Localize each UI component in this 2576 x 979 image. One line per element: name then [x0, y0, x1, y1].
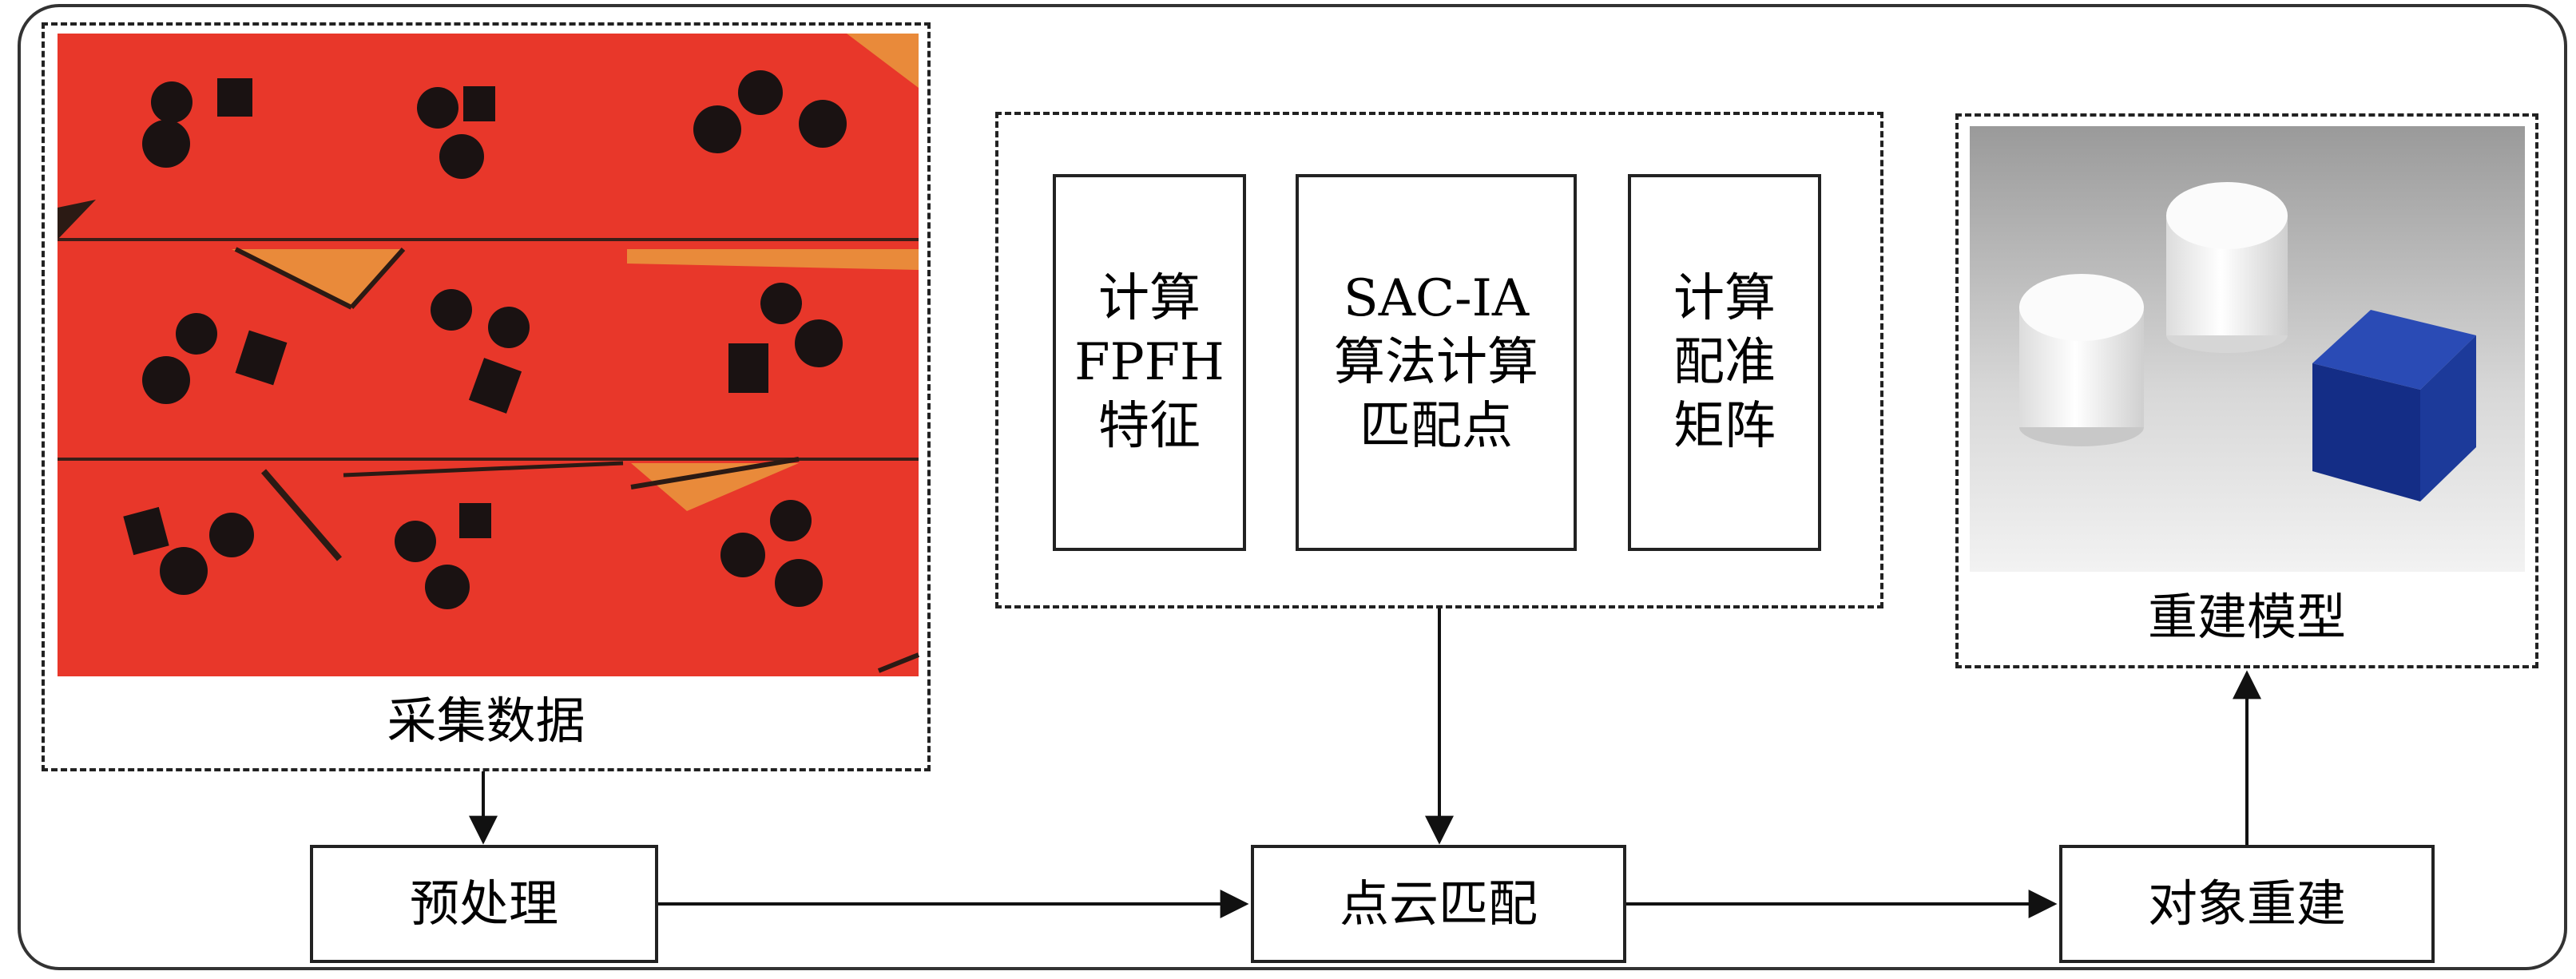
sac-ia-box: SAC-IA 算法计算 匹配点: [1296, 174, 1577, 551]
object-reconstruction-box: 对象重建: [2059, 845, 2435, 963]
matrix-line-2: 配准: [1673, 333, 1776, 392]
sac-ia-line-1: SAC-IA: [1343, 269, 1530, 328]
acquisition-panel: [42, 22, 931, 771]
sac-ia-line-3: 匹配点: [1359, 397, 1513, 456]
matching-group-panel: [995, 112, 1883, 608]
reconstruction-panel: [1955, 113, 2538, 668]
matrix-line-3: 矩阵: [1673, 397, 1776, 456]
point-cloud-matching-label: 点云匹配: [1339, 874, 1538, 933]
object-reconstruction-label: 对象重建: [2147, 874, 2346, 933]
preprocess-label: 预处理: [409, 874, 558, 933]
fpfh-line-2: FPFH: [1074, 333, 1224, 392]
registration-matrix-box: 计算 配准 矩阵: [1628, 174, 1821, 551]
outer-frame: [18, 4, 2567, 970]
fpfh-line-1: 计算: [1098, 269, 1201, 328]
point-cloud-matching-box: 点云匹配: [1251, 845, 1626, 963]
reconstruction-label: 重建模型: [2147, 588, 2346, 646]
fpfh-line-3: 特征: [1098, 397, 1201, 456]
preprocess-box: 预处理: [310, 845, 658, 963]
matrix-line-1: 计算: [1673, 269, 1776, 328]
acquisition-label: 采集数据: [387, 692, 585, 750]
sac-ia-line-2: 算法计算: [1334, 333, 1538, 392]
fpfh-feature-box: 计算 FPFH 特征: [1053, 174, 1246, 551]
